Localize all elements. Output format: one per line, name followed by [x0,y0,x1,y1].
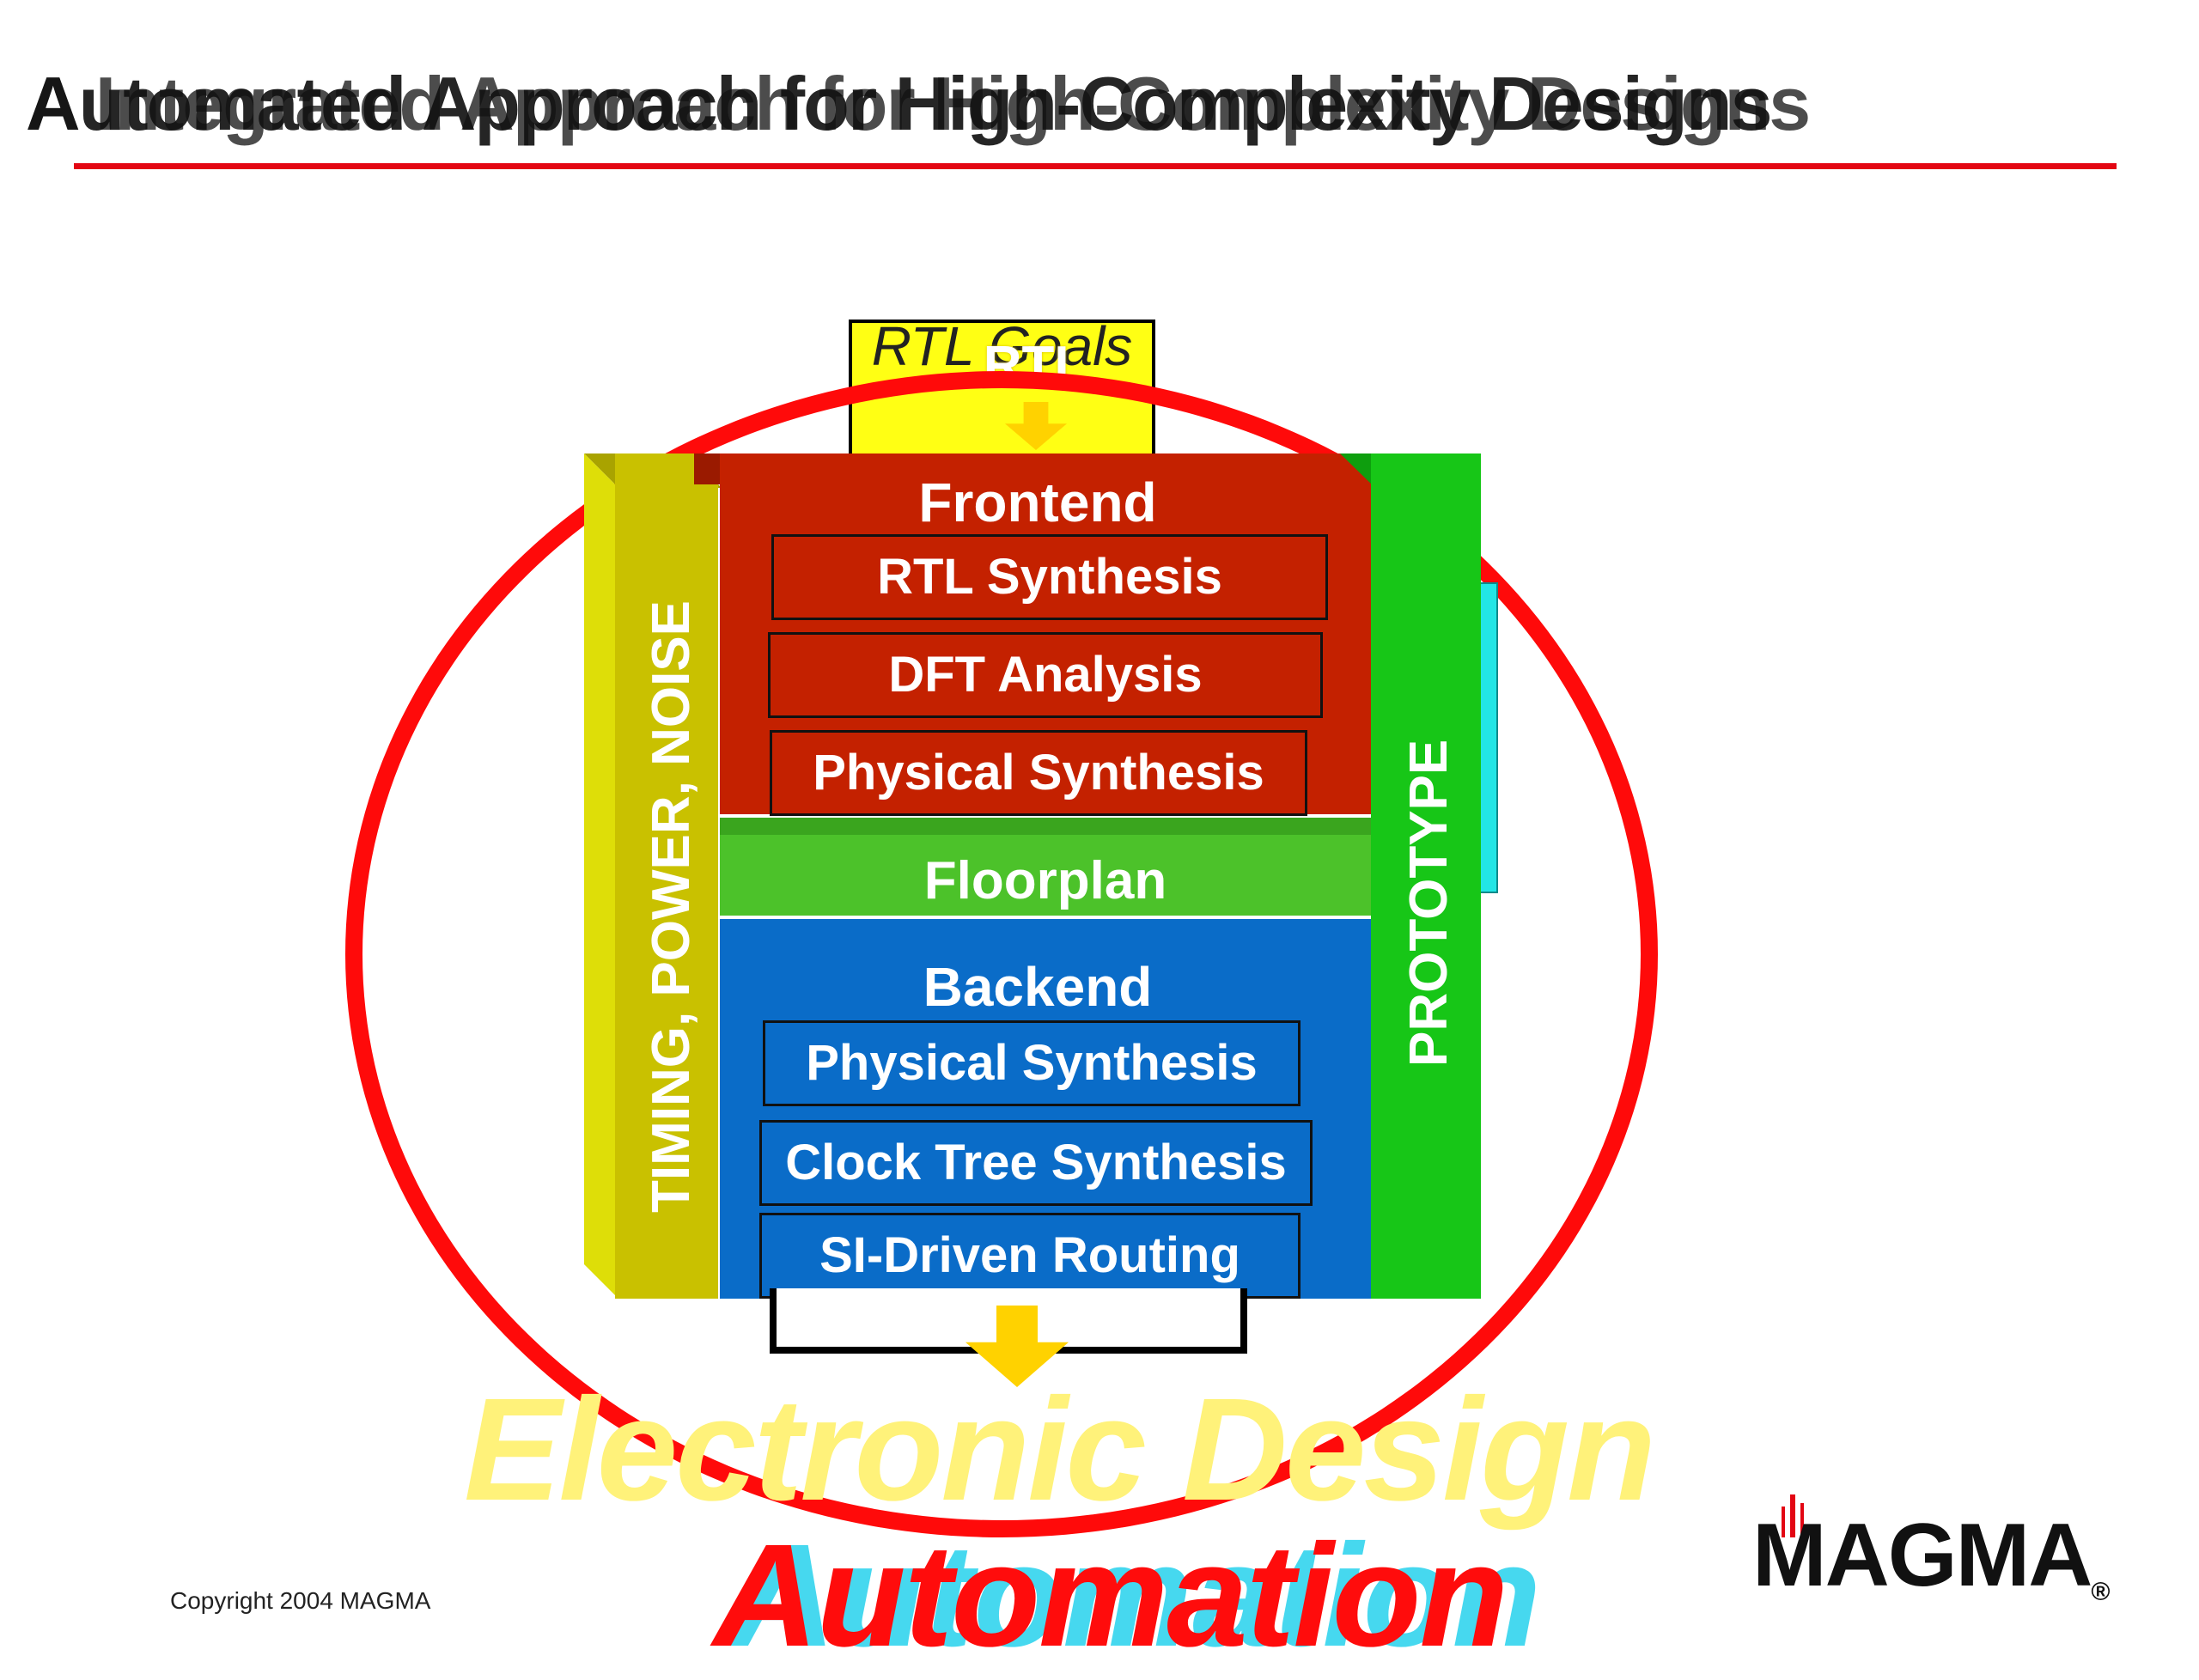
frontend-item-rtl-synthesis: RTL Synthesis [771,534,1328,620]
magma-logo: MAGMA® [1752,1505,2110,1607]
overlay-automation-text: Automation [713,1514,1508,1677]
magma-flame-icon [1782,1494,1804,1537]
timing-bar [615,453,718,1299]
prototype-bar [1371,453,1481,1299]
backend-item-physical-synthesis: Physical Synthesis [763,1020,1301,1106]
rtl-goals-label: RTL Goals [871,315,1133,377]
prototype-bar-label: PROTOTYPE [1399,739,1459,1067]
backend-item-clock-tree-synthesis: Clock Tree Synthesis [759,1120,1313,1206]
overlay-eda-text: Electronic Design [464,1368,1656,1531]
floorplan-top-edge [720,818,1371,835]
slide-title-secondary: Automated Approach for High-Complexity D… [26,61,1773,146]
magma-logo-text: MAGMA [1752,1506,2092,1605]
backend-item-si-driven-routing: SI-Driven Routing [759,1213,1301,1299]
copyright-text: Copyright 2004 MAGMA [170,1587,431,1614]
frontend-item-dft-analysis: DFT Analysis [768,632,1323,718]
frontend-item-physical-synthesis: Physical Synthesis [770,730,1307,816]
floorplan-label: Floorplan [923,851,1167,910]
frontend-header: Frontend [918,472,1157,533]
registered-mark: ® [2091,1578,2110,1606]
timing-bar-face [584,453,618,1299]
title-underline [74,163,2117,169]
backend-header: Backend [923,956,1153,1018]
slide-title: A Integrated Approach for High-Complexit… [26,61,1811,146]
timing-bar-label: TIMING, POWER, NOISE [642,600,701,1213]
